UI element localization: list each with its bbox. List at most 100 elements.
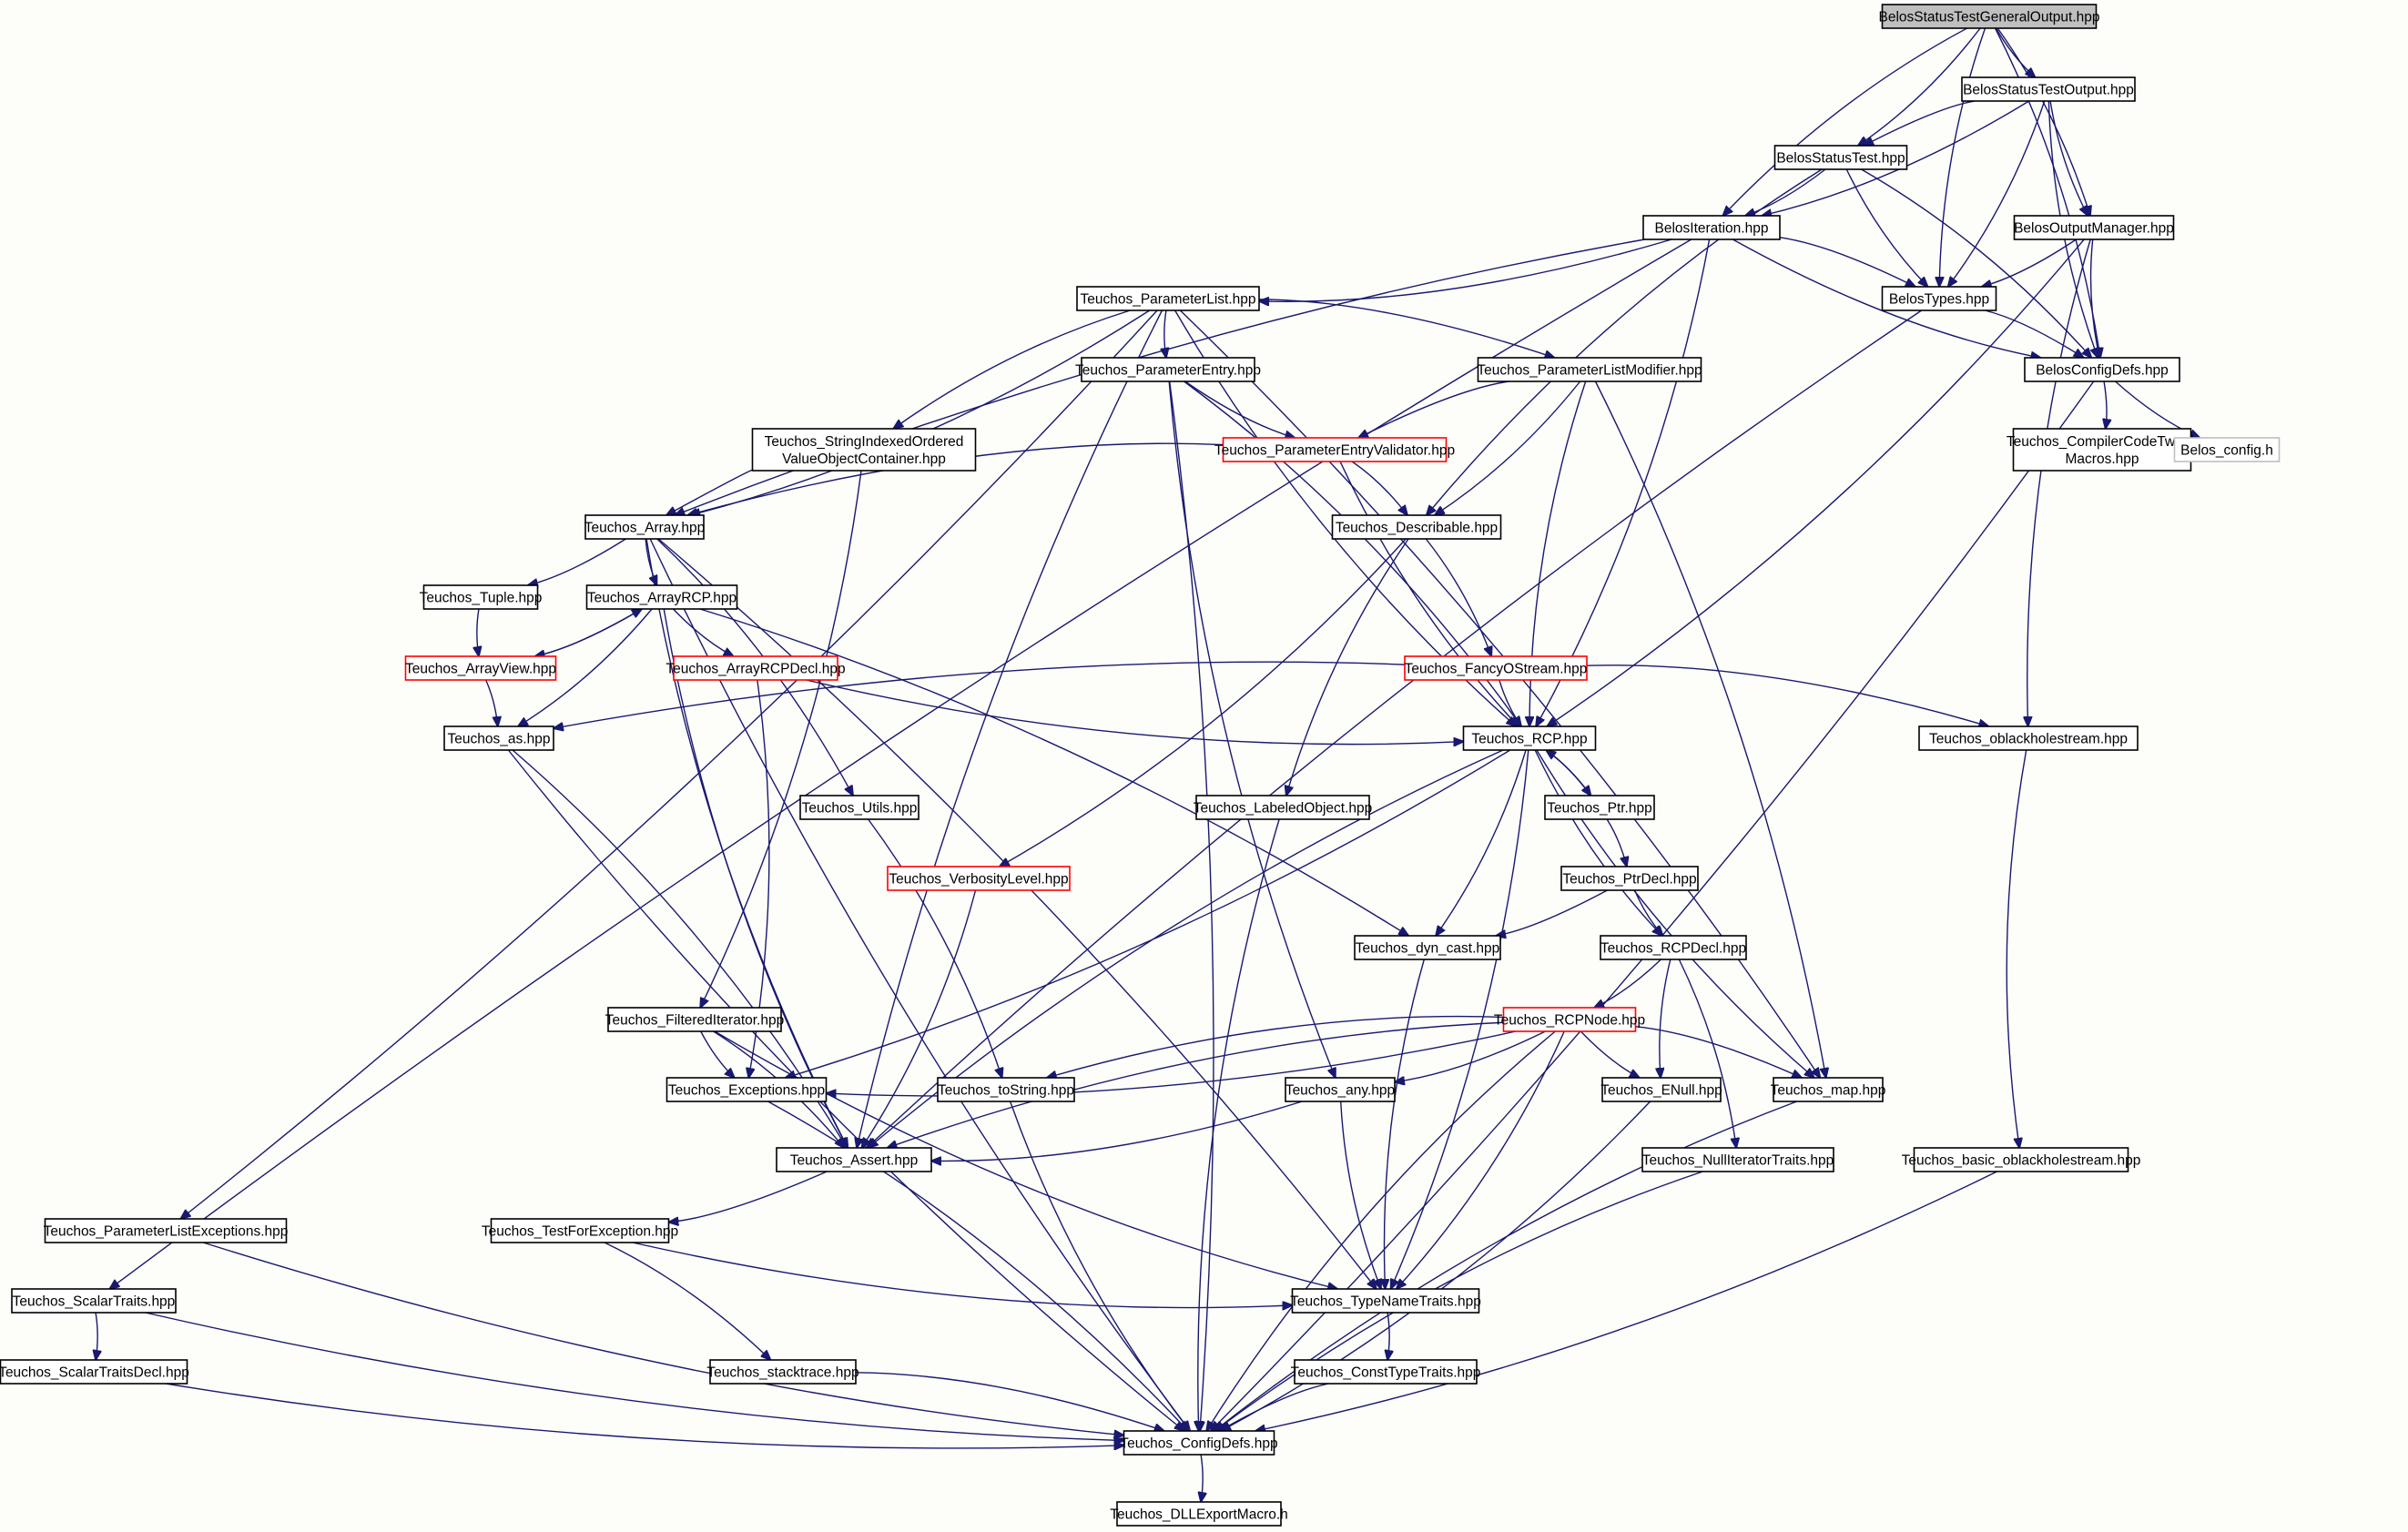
edge-arcp-to-as [518,608,653,726]
node-box [1081,357,1255,382]
node-st[interactable]: BelosStatusTest.hpp [1773,145,1908,170]
node-vl[interactable]: Teuchos_VerbosityLevel.hpp [887,866,1071,891]
node-dc[interactable]: Teuchos_dyn_cast.hpp [1354,935,1501,960]
node-root[interactable]: BelosStatusTestGeneralOutput.hpp [1879,4,2100,29]
node-av[interactable]: Teuchos_ArrayView.hpp [404,655,557,681]
edge-pl-to-array [690,309,1151,515]
node-arcp[interactable]: Teuchos_ArrayRCP.hpp [585,584,738,610]
edge-tnt-to-ctt [1387,1312,1389,1360]
node-tnt[interactable]: Teuchos_TypeNameTraits.hpp [1290,1288,1481,1314]
node-std[interactable]: Teuchos_ScalarTraitsDecl.hpp [0,1359,189,1385]
node-desc[interactable]: Teuchos_Describable.hpp [1331,514,1502,540]
node-label: BelosStatusTestGeneralOutput.hpp [1879,10,2100,25]
node-bcfg[interactable]: BelosConfigDefs.hpp [2024,357,2180,382]
node-st2[interactable]: Teuchos_ScalarTraits.hpp [11,1288,177,1314]
node-fi[interactable]: Teuchos_FilteredIterator.hpp [605,1007,784,1032]
node-arcpd[interactable]: Teuchos_ArrayRCPDecl.hpp [666,655,846,681]
edge-ctt-to-tcfg [1220,1383,1329,1431]
node-pev[interactable]: Teuchos_ParameterEntryValidator.hpp [1214,437,1455,462]
node-label: Teuchos_ParameterListExceptions.hpp [44,1224,289,1240]
edge-sio-to-fi [700,470,862,1008]
edge-types-to-assert [867,309,1923,1148]
node-tuple[interactable]: Teuchos_Tuple.hpp [420,584,543,610]
node-label: Teuchos_VerbosityLevel.hpp [889,872,1068,888]
node-label: Teuchos_Exceptions.hpp [668,1083,825,1099]
node-nit[interactable]: Teuchos_NullIteratorTraits.hpp [1641,1147,1834,1172]
node-tfe[interactable]: Teuchos_TestForException.hpp [482,1218,678,1243]
node-label: Teuchos_ParameterListModifier.hpp [1477,363,1702,379]
edge-plm-to-desc [1435,380,1581,515]
node-stack[interactable]: Teuchos_stacktrace.hpp [706,1359,859,1385]
edge-desc-to-fos [1425,538,1491,656]
node-as[interactable]: Teuchos_as.hpp [443,725,554,751]
edge-av-to-arcp [534,609,642,657]
node-assert[interactable]: Teuchos_Assert.hpp [776,1147,932,1172]
node-box [1502,1007,1637,1032]
node-lo[interactable]: Teuchos_LabeledObject.hpp [1194,795,1372,820]
node-enull[interactable]: Teuchos_ENull.hpp [1600,1077,1722,1102]
node-bconfh[interactable]: Belos_config.h [2173,437,2281,462]
node-label: Teuchos_ParameterEntryValidator.hpp [1214,443,1455,459]
node-rcpn[interactable]: Teuchos_RCPNode.hpp [1494,1007,1645,1032]
node-label: Teuchos_ParameterEntry.hpp [1075,363,1261,379]
node-sto[interactable]: BelosStatusTestOutput.hpp [1961,76,2136,102]
edge-desc-to-vl [1000,538,1407,867]
node-label: Teuchos_RCPDecl.hpp [1600,941,1746,957]
node-sio[interactable]: Teuchos_StringIndexedOrderedValueObjectC… [751,428,977,472]
edge-pl-to-ple [180,309,1158,1219]
edge-rcp-to-dc [1436,749,1527,936]
node-box [776,1147,932,1172]
node-box [1076,286,1260,311]
node-label: Teuchos_Utils.hpp [802,801,918,817]
node-box [666,1077,828,1102]
node-array[interactable]: Teuchos_Array.hpp [584,514,705,540]
edge-array-to-tnt [657,538,1377,1289]
edge-st2-to-tcfg [145,1312,1124,1441]
node-box [709,1359,857,1385]
node-types[interactable]: BelosTypes.hpp [1881,286,1997,311]
edge-rcpn-to-map [1635,1026,1803,1078]
node-label: Teuchos_LabeledObject.hpp [1194,801,1372,817]
node-om[interactable]: BelosOutputManager.hpp [2013,215,2175,240]
edge-st-to-iter [1745,168,1826,216]
node-rcpd[interactable]: Teuchos_RCPDecl.hpp [1600,935,1747,960]
node-utils[interactable]: Teuchos_Utils.hpp [799,795,920,820]
node-box [1641,1147,1834,1172]
node-ptrd[interactable]: Teuchos_PtrDecl.hpp [1560,866,1699,891]
node-rcp[interactable]: Teuchos_RCP.hpp [1462,725,1597,751]
node-tostr[interactable]: Teuchos_toString.hpp [937,1077,1075,1102]
node-ctt[interactable]: Teuchos_ConstTypeTraits.hpp [1291,1359,1481,1385]
edge-om-to-obh [2027,238,2091,726]
node-label: Teuchos_StringIndexedOrdered [765,434,964,450]
edge-dc-to-tnt [1384,959,1425,1289]
edge-exc-to-tcfg [767,1101,1188,1431]
node-map[interactable]: Teuchos_map.hpp [1771,1077,1886,1102]
node-dll[interactable]: Teuchos_DLLExportMacro.h [1110,1501,1288,1527]
node-obh[interactable]: Teuchos_oblackholestream.hpp [1918,725,2139,751]
node-exc[interactable]: Teuchos_Exceptions.hpp [666,1077,828,1102]
node-bob[interactable]: Teuchos_basic_oblackholestream.hpp [1902,1147,2141,1172]
node-fos[interactable]: Teuchos_FancyOStream.hpp [1404,655,1588,681]
node-label: Teuchos_ArrayRCPDecl.hpp [666,662,845,677]
node-ptr[interactable]: Teuchos_Ptr.hpp [1544,795,1655,820]
node-ple[interactable]: Teuchos_ParameterListExceptions.hpp [44,1218,289,1243]
node-pl[interactable]: Teuchos_ParameterList.hpp [1076,286,1260,311]
node-box [1881,286,1997,311]
edge-pl-to-pe [1164,309,1166,358]
edge-rcpd-to-rcpn [1594,959,1661,1008]
node-pe[interactable]: Teuchos_ParameterEntry.hpp [1075,357,1261,382]
node-iter[interactable]: BelosIteration.hpp [1642,215,1781,240]
node-box [2173,437,2281,462]
node-label: Teuchos_RCP.hpp [1471,732,1587,747]
node-any[interactable]: Teuchos_any.hpp [1285,1077,1396,1102]
node-tcfg[interactable]: Teuchos_ConfigDefs.hpp [1120,1430,1278,1456]
node-plm[interactable]: Teuchos_ParameterListModifier.hpp [1477,357,1702,382]
edge-arcpd-to-rcp [806,679,1464,745]
edge-arcp-to-assert [663,608,848,1148]
edge-root-to-st [1858,27,1981,146]
node-label: Macros.hpp [2066,451,2139,467]
edge-fos-to-rcp [1499,679,1521,726]
node-box [0,1359,188,1385]
